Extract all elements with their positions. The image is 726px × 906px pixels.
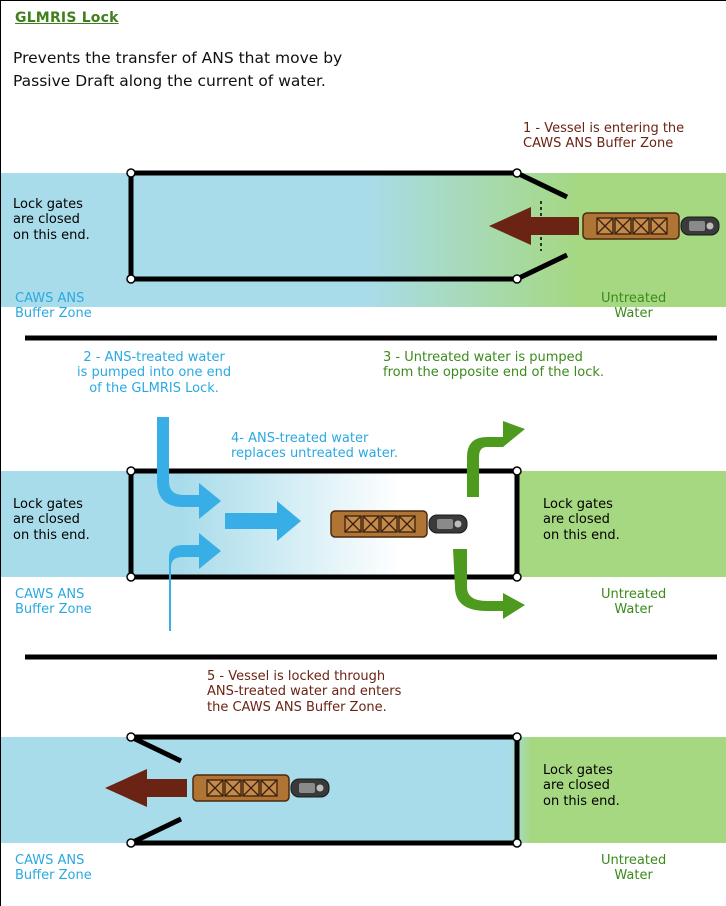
outflow-arrow-lower — [453, 549, 525, 619]
direction-arrow-1 — [489, 207, 579, 245]
lock-chamber-2 — [128, 468, 520, 580]
vessel-1 — [582, 212, 720, 240]
gate-note-left-2: Lock gates are closed on this end. — [13, 497, 90, 543]
zone-label-caws-1: CAWS ANS Buffer Zone — [15, 291, 92, 322]
panel-2-graphics — [1, 417, 726, 631]
open-gate-upper-1 — [515, 170, 569, 200]
step-4-label: 4- ANS-treated water replaces untreated … — [231, 431, 398, 462]
step-3-label: 3 - Untreated water is pumped from the o… — [383, 350, 604, 381]
inflow-arrow-upper — [153, 417, 221, 519]
water-channel-1 — [1, 173, 726, 307]
panel-1-graphics — [1, 168, 726, 307]
diagram-title: GLMRIS Lock — [15, 10, 119, 26]
vessel-3 — [192, 774, 330, 802]
step-2-label: 2 - ANS-treated water is pumped into one… — [77, 350, 232, 396]
flow-arrow-center — [225, 501, 301, 541]
zone-label-caws-2: CAWS ANS Buffer Zone — [15, 587, 92, 618]
zone-label-caws-3: CAWS ANS Buffer Zone — [15, 853, 92, 884]
step-1-label: 1 - Vessel is entering the CAWS ANS Buff… — [523, 121, 685, 152]
vessel-2 — [330, 510, 468, 538]
zone-label-untreated-1: Untreated Water — [601, 291, 667, 322]
zone-label-untreated-3: Untreated Water — [601, 853, 667, 884]
subtitle-line-2: Passive Draft along the current of water… — [13, 72, 326, 90]
inflow-arrow-lower — [153, 533, 221, 631]
gate-note-right-3: Lock gates are closed on this end. — [543, 763, 620, 809]
zone-label-untreated-2: Untreated Water — [601, 587, 667, 618]
outflow-arrow-upper — [453, 421, 525, 497]
direction-arrow-3 — [105, 769, 187, 807]
subtitle-line-1: Prevents the transfer of ANS that move b… — [13, 49, 343, 67]
gate-note-left-1: Lock gates are closed on this end. — [13, 197, 90, 243]
diagram-subtitle: Prevents the transfer of ANS that move b… — [13, 47, 342, 93]
step-5-label: 5 - Vessel is locked through ANS-treated… — [207, 669, 402, 715]
open-gate-upper-3 — [129, 734, 183, 764]
open-gate-lower-3 — [129, 816, 183, 846]
panel-3-graphics — [1, 732, 726, 848]
gate-note-right-2: Lock gates are closed on this end. — [543, 497, 620, 543]
open-gate-lower-1 — [515, 252, 569, 282]
